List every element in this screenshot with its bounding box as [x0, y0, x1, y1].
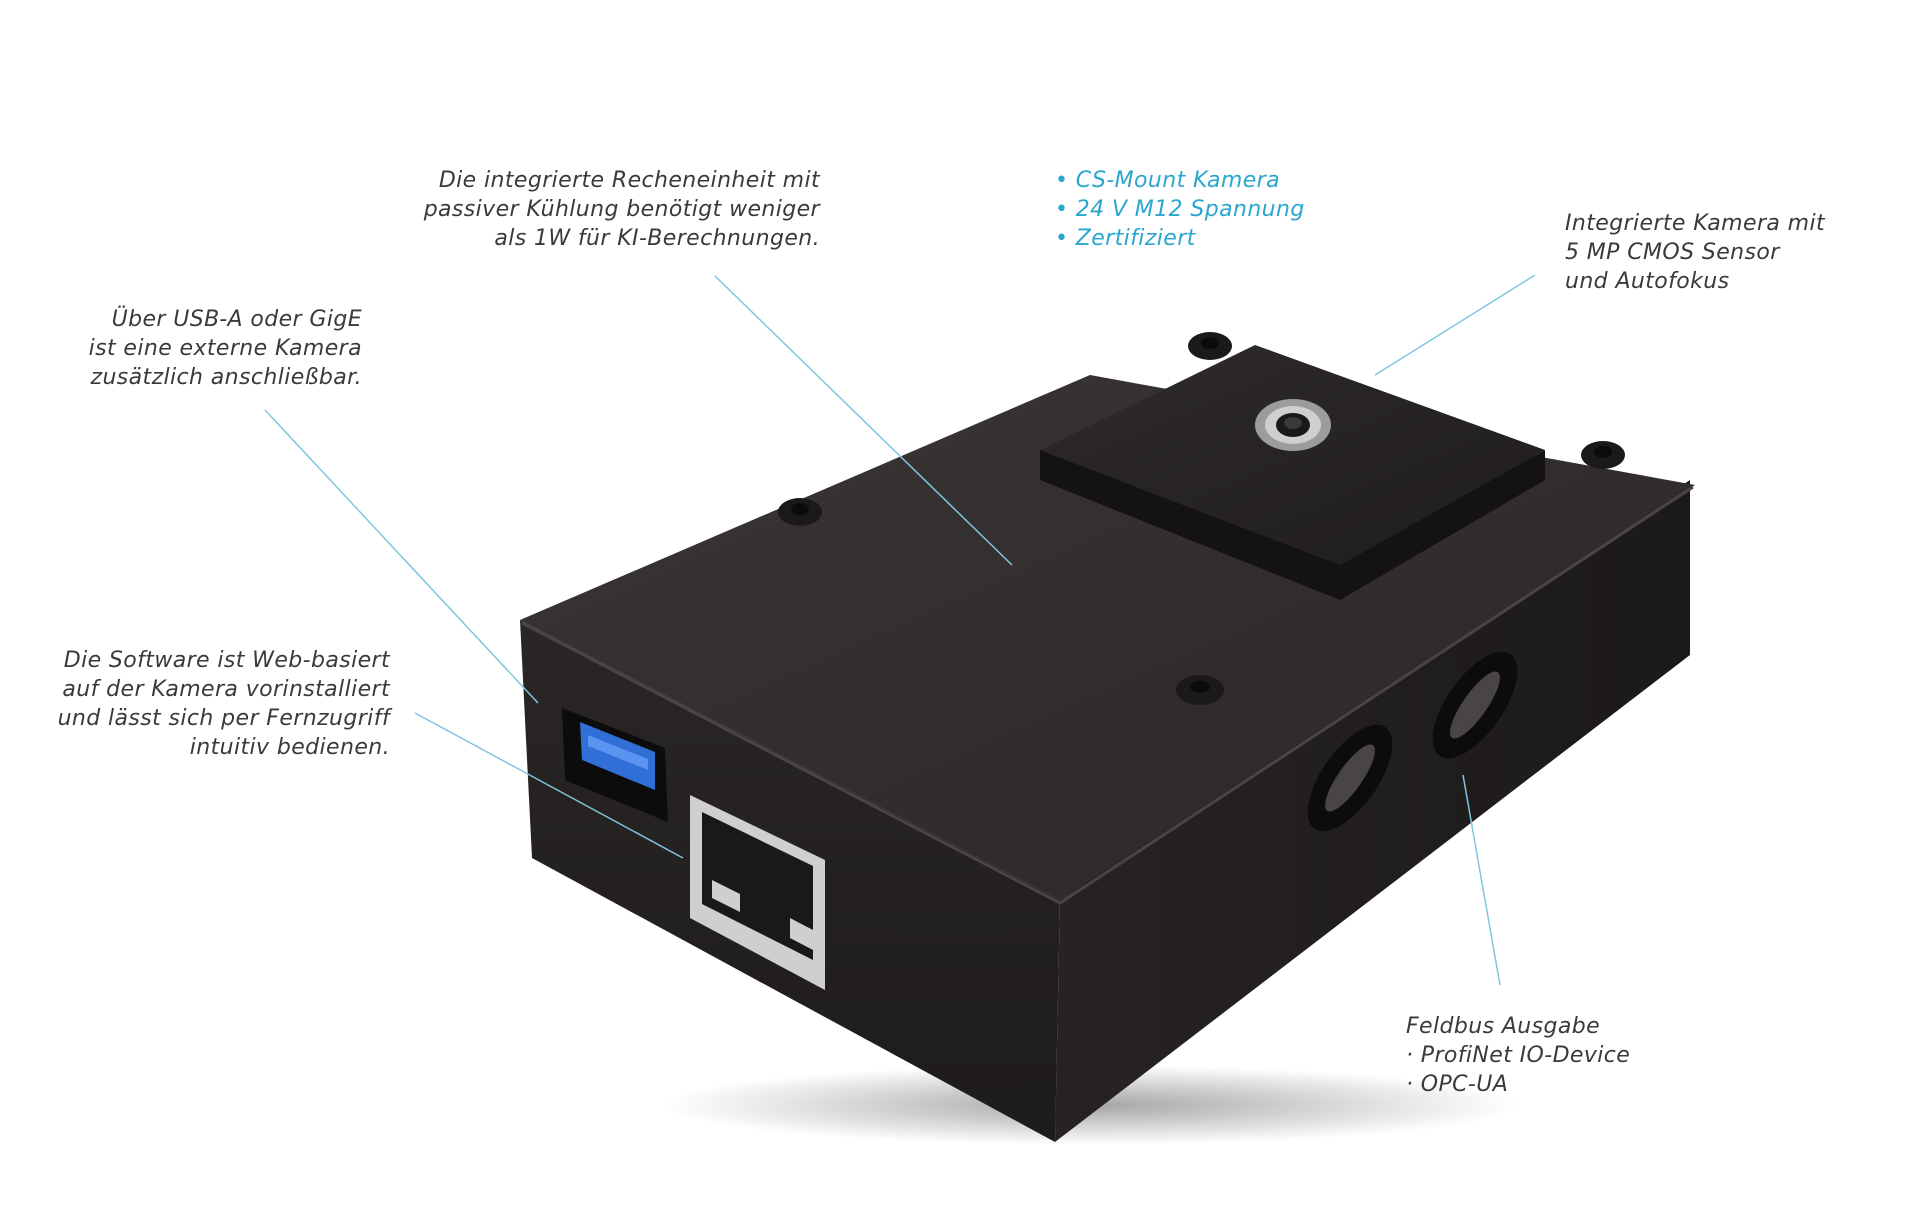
annotation-line: · ProfiNet IO-Device — [1406, 1043, 1631, 1068]
m12-connector-icon — [1432, 651, 1518, 759]
annotation-processing-unit: Die integrierte Recheneinheit mit passiv… — [424, 166, 820, 253]
annotation-line: Die integrierte Recheneinheit mit — [438, 168, 820, 193]
annotation-line: · OPC-UA — [1406, 1072, 1509, 1097]
lens-icon — [1255, 399, 1331, 451]
leader-line-camera — [1374, 274, 1536, 376]
leader-line-software — [414, 712, 684, 859]
annotation-integrated-camera: Integrierte Kamera mit 5 MP CMOS Sensor … — [1565, 209, 1825, 296]
screw-icon — [1188, 332, 1232, 360]
leader-line-usb — [264, 409, 539, 704]
ethernet-port-icon — [690, 795, 825, 990]
annotation-line: intuitiv bedienen. — [189, 735, 390, 760]
annotation-line: passiver Kühlung benötigt weniger — [423, 197, 820, 222]
camera-mount-side — [1040, 450, 1545, 600]
leader-line-fieldbus — [1462, 774, 1501, 986]
camera-mount-top — [1040, 345, 1545, 565]
annotation-software: Die Software ist Web-basiert auf der Kam… — [58, 646, 390, 762]
annotation-line: 5 MP CMOS Sensor — [1565, 240, 1780, 265]
feature-item: • CS-Mount Kamera — [1055, 168, 1281, 193]
m12-connector-icon — [1307, 724, 1393, 832]
annotation-line: Über USB-A oder GigE — [111, 307, 362, 332]
annotation-external-camera: Über USB-A oder GigE ist eine externe Ka… — [89, 305, 362, 392]
annotation-line: zusätzlich anschließbar. — [90, 365, 362, 390]
annotation-line: als 1W für KI-Berechnungen. — [494, 226, 820, 251]
screw-icon — [778, 498, 822, 526]
feature-item: • 24 V M12 Spannung — [1055, 197, 1305, 222]
annotation-line: Die Software ist Web-basiert — [63, 648, 390, 673]
annotation-line: Feldbus Ausgabe — [1406, 1014, 1601, 1039]
annotation-features-list: • CS-Mount Kamera • 24 V M12 Spannung • … — [1055, 166, 1305, 253]
screw-icon — [1176, 675, 1224, 705]
device-side-face — [1055, 480, 1690, 1142]
annotation-line: und lässt sich per Fernzugriff — [57, 706, 390, 731]
annotation-line: ist eine externe Kamera — [88, 336, 362, 361]
feature-item: • Zertifiziert — [1055, 226, 1196, 251]
annotation-fieldbus: Feldbus Ausgabe · ProfiNet IO-Device · O… — [1406, 1012, 1630, 1099]
annotation-line: Integrierte Kamera mit — [1565, 211, 1826, 236]
annotation-line: auf der Kamera vorinstalliert — [62, 677, 390, 702]
usb-port-icon — [562, 708, 668, 822]
annotation-line: und Autofokus — [1565, 269, 1730, 294]
leader-line-processing — [714, 275, 1013, 566]
lid-edge — [521, 485, 1694, 905]
screw-icon — [1581, 441, 1625, 469]
